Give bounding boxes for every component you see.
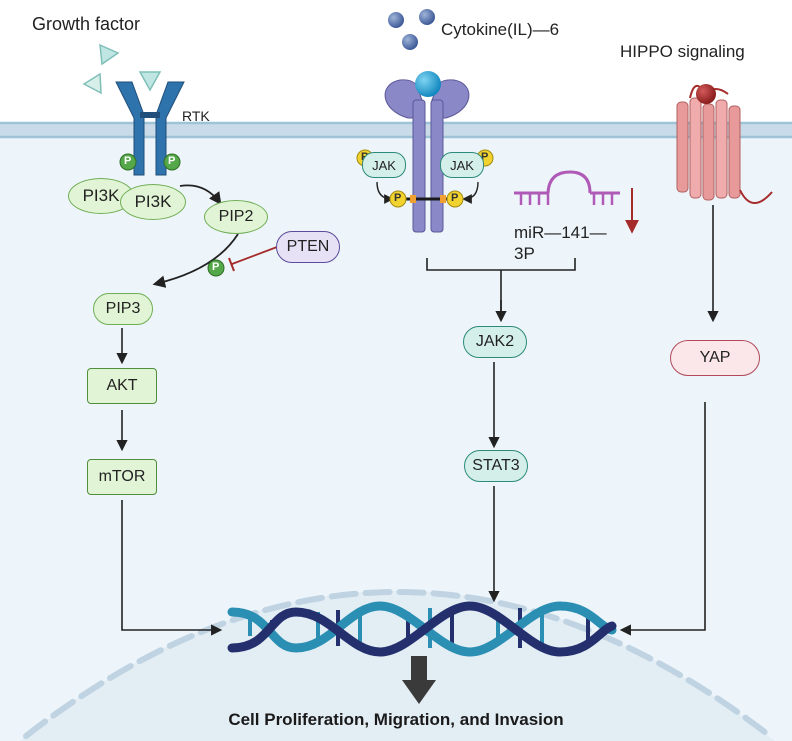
mtor-node: mTOR [87,459,157,495]
pip-phosphate-icon [207,259,225,277]
growth-factor-icon [82,43,162,95]
rtk-phosphate-right-label: P [168,155,176,167]
dna-helix-icon [227,601,617,657]
pip3-node: PIP3 [93,293,153,325]
pi3k-right-node: PI3K [120,184,186,220]
jak-phosphate-3-label: P [394,192,402,204]
jak-right-node: JAK [440,152,484,178]
cytokine-label: Cytokine(IL)—6 [441,20,560,39]
akt-node: AKT [87,368,157,404]
cytokine-receptor-icon [384,71,470,233]
jak-phosphate-4-label: P [451,192,459,204]
arrow-pip2-pip3 [152,233,239,288]
rtk-label: RTK [182,108,210,124]
rtk-phosphate-icon [119,153,181,171]
inhibit-pten [231,246,278,265]
cytokine-spheres-icon [388,9,435,50]
cell-membrane [0,123,792,137]
hippo-label: HIPPO signaling [620,42,745,61]
mirna-hairpin-icon [514,170,620,205]
rtk-receptor-icon [115,81,185,176]
yap-node: YAP [670,340,760,376]
jak-left-node: JAK [362,152,406,178]
outcome-arrow-icon [402,656,436,704]
rtk-phosphate-left-label: P [124,155,132,167]
arrow-jak-right [462,181,479,204]
arrow-yap-dna [619,402,706,636]
jak2-node: JAK2 [463,326,527,358]
gpcr-receptor-icon [676,84,773,204]
growth-factor-label: Growth factor [32,14,141,34]
stat3-node: STAT3 [464,450,528,482]
mirna-label-line2: 3P [514,244,535,263]
mirna-label-line1: miR—141— [514,223,607,242]
nuclear-envelope [23,589,773,739]
pip2-node: PIP2 [204,200,268,234]
jak-phosphate-2-label: P [481,151,489,163]
pip-phosphate-label: P [212,261,220,273]
arrow-pi3k-pip2 [179,184,222,206]
arrow-mtor-dna [121,500,223,636]
pten-node: PTEN [276,231,340,263]
outcome-label: Cell Proliferation, Migration, and Invas… [228,710,564,729]
